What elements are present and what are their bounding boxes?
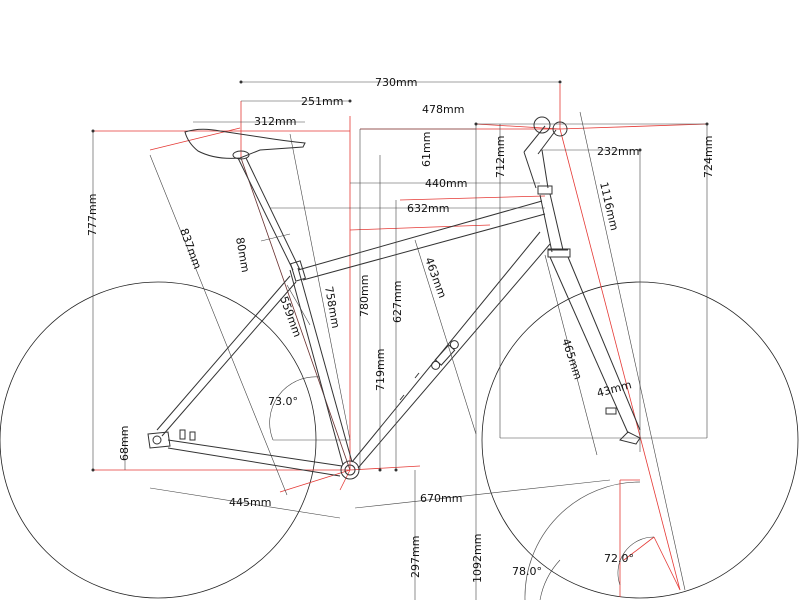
label-730: 730mm [375, 76, 417, 89]
dimension-lines [91, 80, 709, 600]
label-559: 559mm [277, 295, 304, 339]
label-80: 80mm [233, 236, 252, 273]
label-837: 837mm [177, 227, 204, 271]
label-780: 780mm [358, 275, 371, 317]
label-297: 297mm [409, 536, 422, 578]
label-670: 670mm [420, 492, 462, 505]
label-1092: 1092mm [471, 534, 484, 583]
label-232: 232mm [597, 145, 639, 158]
frame-logo [431, 340, 459, 370]
label-43: 43mm [595, 378, 633, 400]
label-777: 777mm [86, 194, 99, 236]
label-712: 712mm [494, 136, 507, 178]
label-68: 68mm [118, 426, 131, 461]
label-724: 724mm [702, 136, 715, 178]
label-627: 627mm [391, 281, 404, 323]
headset-top [537, 185, 553, 195]
label-73deg: 73.0° [268, 395, 298, 408]
label-312: 312mm [254, 115, 296, 128]
chainring-arc [524, 481, 641, 600]
red-guides [93, 84, 708, 597]
label-758: 758mm [322, 285, 342, 329]
label-251: 251mm [301, 95, 343, 108]
saddle-clamp [232, 150, 250, 160]
label-478: 478mm [422, 103, 464, 116]
label-463: 463mm [422, 256, 449, 300]
rear-dropout [147, 431, 171, 449]
saddle [184, 128, 306, 159]
bike-frame [147, 116, 641, 480]
label-632: 632mm [407, 202, 449, 215]
label-440: 440mm [425, 177, 467, 190]
bottom-bracket [340, 460, 360, 480]
handlebar [533, 116, 551, 134]
label-78deg: 78.0° [512, 565, 542, 578]
rear-wheel [0, 281, 317, 599]
label-465: 465mm [559, 337, 584, 381]
label-61: 61mm [420, 132, 433, 167]
label-719: 719mm [374, 349, 387, 391]
dimension-labels: 730mm 251mm 478mm 312mm 61mm 712mm 232mm… [86, 76, 715, 583]
seat-clamp [289, 260, 307, 282]
headset-bottom [547, 248, 571, 258]
label-445: 445mm [229, 496, 271, 509]
label-72deg: 72.0° [604, 552, 634, 565]
